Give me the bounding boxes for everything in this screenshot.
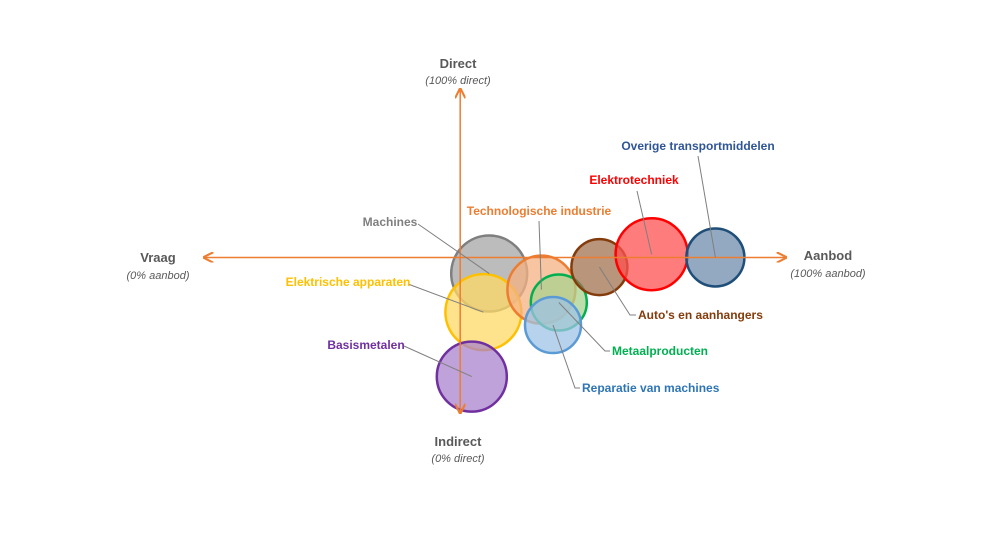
leader-line-elektrische-apparaten xyxy=(407,283,484,313)
axis-label-direct: Direct xyxy=(440,56,478,71)
label-auto-s-en-aanhangers: Auto's en aanhangers xyxy=(638,308,763,322)
label-elektrische-apparaten: Elektrische apparaten xyxy=(286,275,411,289)
label-elektrotechniek: Elektrotechniek xyxy=(589,173,679,187)
label-metaalproducten: Metaalproducten xyxy=(612,344,708,358)
leader-line-auto-s-en-aanhangers xyxy=(598,266,636,316)
axis-sub-direct: (100% direct) xyxy=(425,75,491,87)
leader-line-basismetalen xyxy=(403,345,473,378)
axis-label-aanbod: Aanbod xyxy=(804,248,852,263)
axis-sub-indirect: (0% direct) xyxy=(431,453,485,465)
axis-sub-aanbod: (100% aanbod) xyxy=(790,268,866,280)
label-reparatie-van-machines: Reparatie van machines xyxy=(582,381,720,395)
label-machines: Machines xyxy=(363,215,418,229)
leader-line-metaalproducten xyxy=(558,302,610,352)
leader-line-reparatie-van-machines xyxy=(552,324,580,389)
leader-line-machines xyxy=(417,223,490,274)
label-overige-transportmiddelen: Overige transportmiddelen xyxy=(621,139,774,153)
leader-line-overige-transportmiddelen xyxy=(697,155,716,258)
leader-line-elektrotechniek xyxy=(636,190,653,255)
axis-sub-vraag: (0% aanbod) xyxy=(127,270,190,282)
label-basismetalen: Basismetalen xyxy=(327,338,404,352)
leader-line-technologische-industrie xyxy=(538,220,542,290)
axis-label-indirect: Indirect xyxy=(435,434,483,449)
label-technologische-industrie: Technologische industrie xyxy=(467,204,612,218)
axis-label-vraag: Vraag xyxy=(140,250,175,265)
